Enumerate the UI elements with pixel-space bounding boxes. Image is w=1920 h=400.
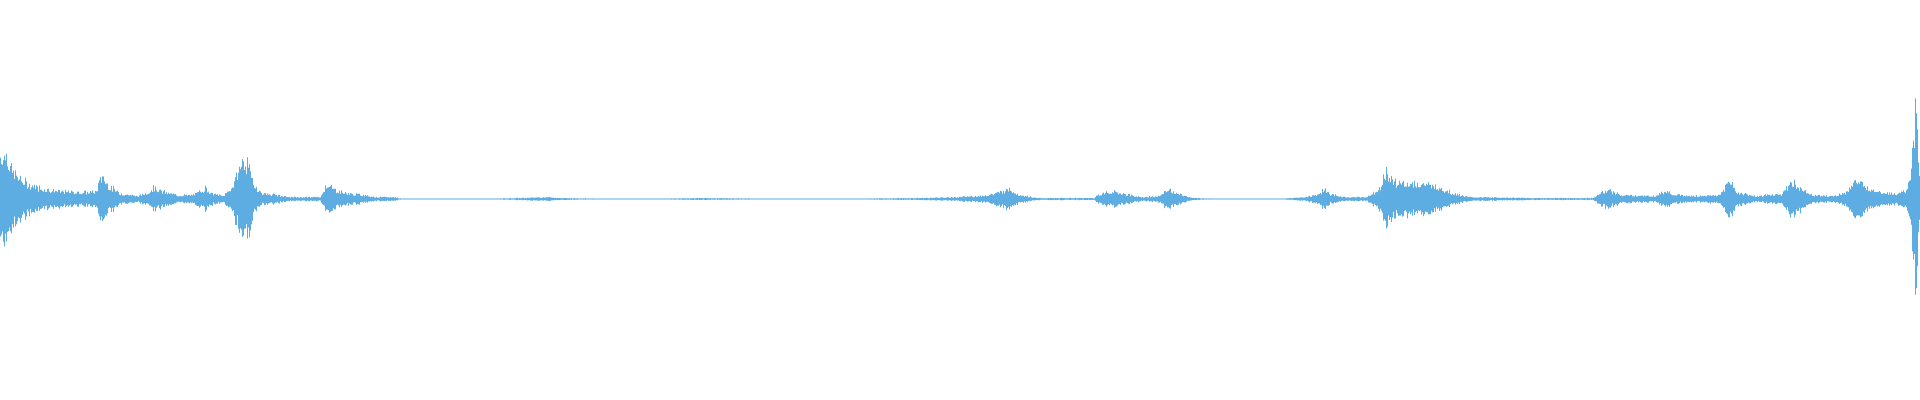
waveform-samples — [0, 98, 1920, 295]
waveform-path — [0, 98, 1920, 295]
